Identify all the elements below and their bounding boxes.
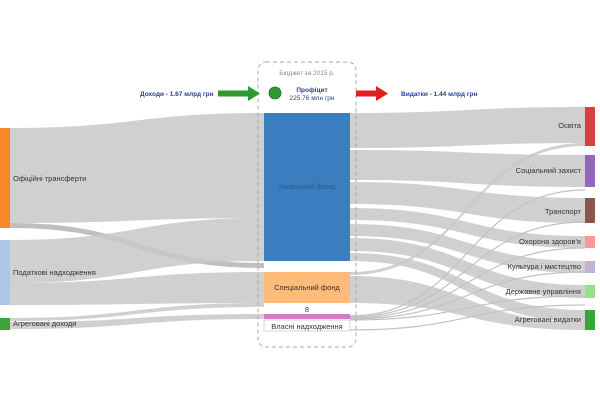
node-aggregated-income[interactable] bbox=[0, 318, 10, 330]
node-admin-label: Державне управління bbox=[506, 287, 581, 296]
surplus-amount: 225.76 млн грн bbox=[290, 95, 335, 102]
node-transport-label: Транспорт bbox=[545, 207, 582, 216]
flow-general-health[interactable] bbox=[350, 208, 585, 248]
surplus-title: Профіцит bbox=[296, 86, 327, 94]
node-transfers-label: Офіційні трансферти bbox=[13, 174, 86, 183]
surplus-circle-icon bbox=[268, 86, 282, 100]
node-tax[interactable] bbox=[0, 240, 10, 305]
income-flows bbox=[10, 113, 264, 329]
flow-general-education[interactable] bbox=[350, 107, 585, 148]
minor-flow-1 bbox=[349, 189, 586, 317]
node-transport[interactable] bbox=[585, 198, 595, 223]
node-special-fund-label: Спеціальний фонд bbox=[274, 283, 340, 292]
node-education-label: Освіта bbox=[558, 121, 582, 130]
flow-tax-general[interactable] bbox=[10, 218, 264, 283]
flow-transfers-general[interactable] bbox=[10, 113, 264, 223]
income-arrow-icon bbox=[218, 86, 260, 101]
node-social-label: Соціальний захист bbox=[516, 166, 582, 175]
node-general-fund[interactable] bbox=[264, 113, 350, 261]
minor-flow-2 bbox=[349, 221, 586, 318]
flow-tax-special[interactable] bbox=[10, 272, 264, 305]
node-culture-label: Культура і мистецтво bbox=[508, 262, 581, 271]
minor-flow-3 bbox=[349, 247, 586, 319]
node-general-fund-label: Загальний фонд bbox=[278, 182, 336, 191]
flow-aggregated-special[interactable] bbox=[10, 303, 264, 321]
flow-special-aggregated[interactable] bbox=[350, 276, 585, 330]
node-health[interactable] bbox=[585, 236, 595, 248]
node-aggregated-expense[interactable] bbox=[585, 310, 595, 330]
node-special-fund[interactable] bbox=[264, 272, 350, 303]
expense-label: Видатки - 1.44 млрд грн bbox=[401, 91, 477, 98]
minor-flow-6 bbox=[349, 304, 586, 331]
flow-aggregated-own[interactable] bbox=[10, 314, 264, 329]
minor-flow-5 bbox=[349, 295, 586, 321]
income-label: Доходи - 1.67 млрд грн bbox=[140, 91, 214, 98]
flow-special-education[interactable] bbox=[350, 143, 585, 275]
flow-general-admin[interactable] bbox=[350, 238, 585, 298]
node-eight-label: 8 bbox=[305, 305, 309, 314]
expense-flows bbox=[350, 107, 585, 330]
node-tax-label: Податкові надходження bbox=[13, 268, 96, 277]
expense-arrow-icon bbox=[356, 86, 388, 101]
budget-box-title: Бюджет за 2015 р. bbox=[279, 70, 335, 77]
flow-general-transport[interactable] bbox=[350, 182, 585, 223]
node-own-revenue[interactable] bbox=[263, 319, 351, 332]
minor-flows bbox=[349, 189, 586, 331]
node-social[interactable] bbox=[585, 155, 595, 187]
node-health-label: Охорона здоров'я bbox=[519, 237, 581, 246]
node-admin[interactable] bbox=[585, 285, 595, 298]
flow-general-aggregated[interactable] bbox=[350, 253, 585, 322]
node-own-revenue-label: Власні надходження bbox=[271, 322, 342, 331]
node-education[interactable] bbox=[585, 107, 595, 146]
flow-general-culture[interactable] bbox=[350, 224, 585, 273]
node-transfers[interactable] bbox=[0, 128, 10, 228]
node-culture[interactable] bbox=[585, 261, 595, 273]
node-eight[interactable] bbox=[264, 314, 350, 319]
budget-box bbox=[257, 61, 357, 348]
node-aggregated-income-label: Агреговані доходи bbox=[13, 319, 77, 328]
node-aggregated-expense-label: Агреговані видатки bbox=[515, 315, 581, 324]
minor-flow-4 bbox=[349, 271, 586, 320]
